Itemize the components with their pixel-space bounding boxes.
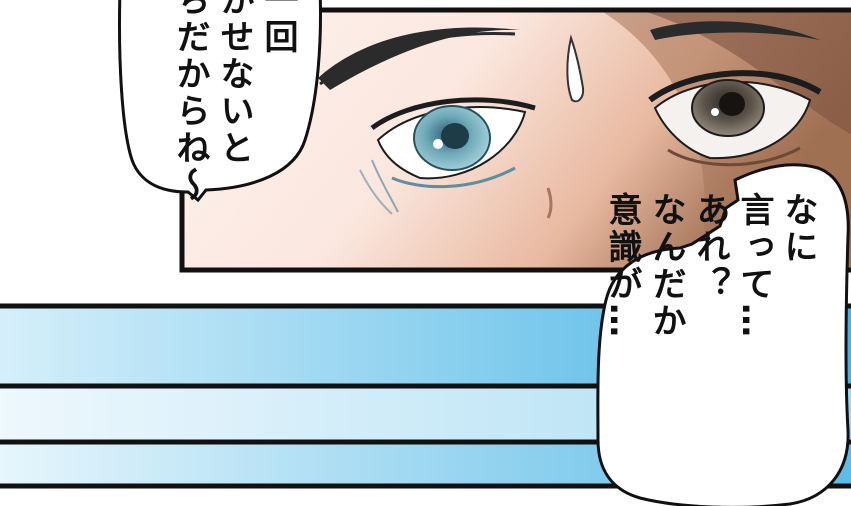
right-eye: [648, 70, 822, 167]
speech-bubble-left: [118, 0, 322, 203]
nose-line: [546, 187, 553, 219]
left-eye: [359, 97, 536, 215]
speech-bubble-left-text: 一回 かせないと ちだからね～: [170, 0, 298, 204]
right-eyebrow: [650, 21, 820, 40]
speech-bubble-right-text: なに 言って… あれ？ なんだか 意識が…: [602, 192, 818, 340]
left-eyebrow-stroke: [319, 31, 516, 86]
eyes-panel: [179, 7, 851, 273]
sweat-drop: [566, 34, 585, 103]
hair-shadow: [640, 10, 851, 135]
speech-bubble-right: [596, 163, 850, 506]
